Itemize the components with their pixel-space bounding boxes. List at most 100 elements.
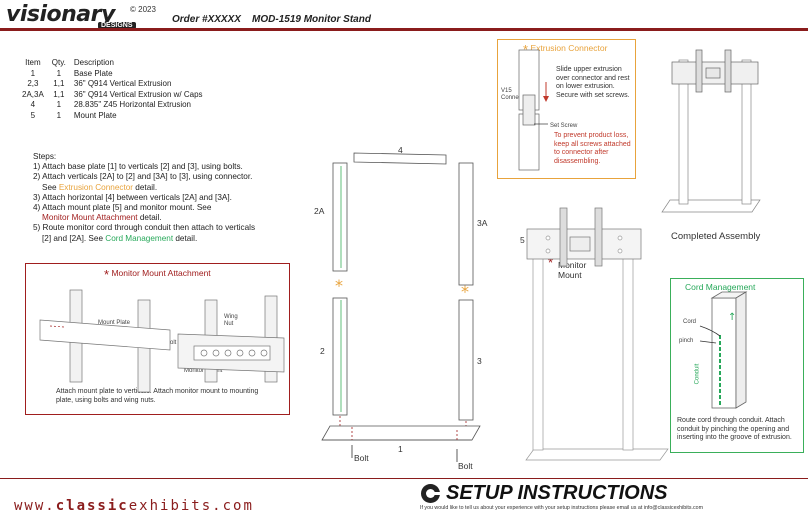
label-monitor-mount: *Monitor Mount: [548, 255, 587, 280]
website-url[interactable]: www.classicexhibits.com: [14, 498, 254, 514]
header: visionary DESIGNS © 2023 Order #XXXXX MO…: [0, 0, 808, 32]
url-prefix: www.: [14, 498, 56, 514]
col-description: Description: [73, 58, 114, 67]
setup-instructions-title: SETUP INSTRUCTIONS: [446, 482, 668, 504]
label-4: 4: [398, 145, 403, 155]
label-monitor-mount: Monitor Mount: [184, 368, 223, 374]
label-cord: Cord: [683, 319, 697, 325]
cell: 36" Q914 Vertical Extrusion w/ Caps: [73, 89, 203, 99]
step-2: 2) Attach verticals [2A] to [2] and [3A]…: [33, 172, 253, 182]
parts-row: 5 1 Mount Plate: [18, 111, 207, 122]
vertical-extrusion-2a: [332, 162, 348, 272]
label-5: 5: [520, 235, 525, 245]
horizontal-extrusion-4: [353, 152, 447, 165]
logo-subtitle: DESIGNS: [98, 22, 136, 29]
visionary-logo: visionary: [6, 2, 115, 27]
title-text: Extrusion Connector: [530, 43, 608, 53]
label-bolt-right: Bolt: [458, 461, 473, 471]
connector-star-right: *: [461, 282, 469, 301]
title-text: Monitor Mount Attachment: [111, 268, 211, 278]
step-3: 3) Attach horizontal [4] between vertica…: [33, 192, 232, 202]
parts-list: Item Qty. Description 1 1 Base Plate 2,3…: [18, 58, 207, 121]
text: detail.: [133, 182, 158, 192]
steps: Steps: 1) Attach base plate [1] to verti…: [33, 152, 293, 244]
monitor-mount-detail: * Monitor Mount Attachment Attach mount …: [25, 263, 290, 415]
url-brand: classic: [55, 498, 129, 514]
cell: 1: [56, 68, 62, 78]
cell: 1,1: [53, 89, 65, 99]
extrusion-connector-detail: * Extrusion Connector Slide upper extrus…: [497, 39, 636, 179]
label-2a: 2A: [314, 206, 325, 216]
step-5-ref: [2] and [2A]. See Cord Management detail…: [33, 234, 293, 244]
cord-management-title: Cord Management: [685, 282, 756, 292]
step-4-ref: Monitor Mount Attachment detail.: [33, 213, 293, 223]
parts-row: 2A,3A 1,1 36" Q914 Vertical Extrusion w/…: [18, 90, 207, 101]
vertical-extrusion-3: [458, 299, 474, 430]
url-rest: exhibits: [128, 498, 213, 514]
order-title: Order #XXXXX MOD-1519 Monitor Stand: [172, 14, 371, 25]
label-v15-connector: V15 Connector: [501, 88, 529, 101]
mm-caption: Attach mount plate to verticals. Attach …: [56, 388, 259, 404]
extrusion-connector-title: * Extrusion Connector: [523, 42, 608, 57]
url-tld: .com: [212, 498, 254, 514]
label-bolt: Bolt: [166, 340, 177, 346]
label-bolt-left: Bolt: [354, 453, 369, 463]
steps-title: Steps:: [33, 152, 57, 161]
parts-header-row: Item Qty. Description: [18, 58, 207, 69]
step-1: 1) Attach base plate [1] to verticals [2…: [33, 162, 243, 172]
monitor-mount-title: * Monitor Mount Attachment: [104, 267, 211, 282]
classic-logo-icon: [421, 484, 441, 503]
label-2: 2: [320, 346, 325, 356]
step-4: 4) Attach mount plate [5] and monitor mo…: [33, 203, 212, 213]
vertical-extrusion-2: [332, 297, 348, 426]
text: See: [42, 182, 59, 192]
svg-text:↑: ↑: [728, 312, 736, 323]
parts-row: 4 1 28.835" Z45 Horizontal Extrusion: [18, 100, 207, 111]
cell: 2,3: [27, 79, 39, 88]
cell: 28.835" Z45 Horizontal Extrusion: [73, 100, 191, 109]
extrusion-connector-drawing: [518, 49, 549, 171]
footer-divider: [0, 478, 808, 479]
header-divider: [0, 28, 808, 31]
text: detail.: [137, 213, 162, 223]
vertical-extrusion-3a: [458, 162, 474, 286]
label-1: 1: [398, 444, 403, 454]
label-mount-plate: Mount Plate: [98, 320, 131, 326]
text: [2] and [2A]. See: [42, 233, 106, 243]
step-5: 5) Route monitor cord through conduit th…: [33, 223, 256, 233]
label-pinch: pinch: [679, 338, 694, 344]
label-completed-assembly: Completed Assembly: [671, 231, 761, 242]
monitor-mount-link[interactable]: Monitor Mount Attachment: [42, 213, 138, 223]
label-3a: 3A: [477, 218, 488, 228]
label-set-screw: Set Screw: [550, 123, 578, 129]
cell: 4: [30, 100, 36, 109]
extrusion-connector-link[interactable]: Extrusion Connector: [58, 182, 134, 192]
step-2-ref: See Extrusion Connector detail.: [33, 183, 293, 193]
feedback-note: If you would like to tell us about your …: [420, 505, 704, 511]
label-text: Monitor Mount: [558, 260, 587, 280]
cell: 1,1: [53, 79, 65, 88]
monitor-mount-attachment-drawing: [39, 289, 285, 393]
cell: 36" Q914 Vertical Extrusion: [73, 79, 172, 88]
copyright: © 2023: [130, 5, 156, 14]
cell: 5: [30, 110, 36, 120]
cell: 2A,3A: [22, 89, 44, 99]
cm-caption: Route cord through conduit. Attach condu…: [677, 417, 792, 441]
cord-management-drawing: ↑: [699, 291, 748, 409]
cell: 1: [30, 68, 36, 78]
col-item: Item: [25, 58, 41, 67]
connector-star-left: *: [335, 276, 343, 295]
completed-assembly-drawing: [661, 49, 761, 213]
assembled-stand-with-mount: [525, 207, 669, 461]
label-wing-nut: Wing Nut: [224, 314, 238, 327]
ec-warning: To prevent product loss, keep all screws…: [554, 132, 631, 165]
ec-text: Slide upper extrusion over connector and…: [556, 66, 630, 99]
cell: Base Plate: [73, 68, 113, 78]
parts-row: 1 1 Base Plate: [18, 69, 207, 80]
text: detail.: [173, 233, 198, 243]
parts-row: 2,3 1,1 36" Q914 Vertical Extrusion: [18, 79, 207, 90]
base-plate-1: [321, 425, 481, 462]
cord-management-link[interactable]: Cord Management: [105, 233, 174, 243]
cell: 1: [56, 110, 62, 120]
